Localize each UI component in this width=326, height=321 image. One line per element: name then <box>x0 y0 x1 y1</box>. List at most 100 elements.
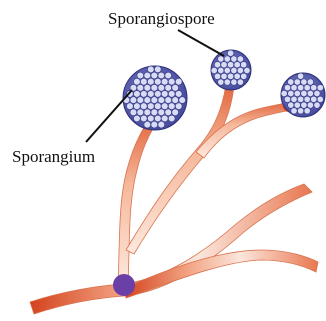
spore <box>137 97 144 104</box>
spore <box>304 85 310 91</box>
spore <box>288 79 294 85</box>
spore <box>172 97 179 104</box>
spore <box>140 91 147 98</box>
spore <box>137 109 144 116</box>
spore <box>291 96 297 102</box>
spore <box>304 96 310 102</box>
spore <box>144 121 151 128</box>
spore <box>227 61 233 67</box>
spore <box>154 91 161 98</box>
sporangium-label: Sporangium <box>12 147 95 166</box>
spore <box>237 56 243 62</box>
spore <box>147 103 154 110</box>
spore <box>172 109 179 116</box>
spore <box>137 84 144 91</box>
spore <box>165 97 172 104</box>
rhizoid-node-icon <box>113 274 135 296</box>
spore <box>158 97 165 104</box>
spore <box>244 67 250 73</box>
spore <box>234 73 240 79</box>
spore <box>161 91 168 98</box>
spore <box>154 115 161 122</box>
spore <box>126 103 133 110</box>
spore <box>314 90 320 96</box>
spore <box>231 67 237 73</box>
sporangiospore-label: Sporangiospore <box>108 9 215 28</box>
spore <box>144 72 151 79</box>
spore <box>151 97 158 104</box>
spore <box>224 56 230 62</box>
sporangiospore-leader-line <box>178 30 224 56</box>
spore <box>134 115 141 122</box>
spore <box>297 73 303 79</box>
spore <box>211 67 217 73</box>
spore <box>304 108 310 114</box>
spore <box>134 103 141 110</box>
spore <box>231 56 237 62</box>
spore <box>158 121 165 128</box>
spore <box>294 90 300 96</box>
spore <box>227 50 233 56</box>
spore <box>294 79 300 85</box>
spore <box>221 61 227 67</box>
spore <box>237 67 243 73</box>
spore <box>314 102 320 108</box>
spore <box>140 78 147 85</box>
spore <box>218 67 224 73</box>
spore <box>161 103 168 110</box>
spore <box>241 61 247 67</box>
spore <box>214 73 220 79</box>
sporangium-leader-line <box>86 90 132 142</box>
spore <box>130 109 137 116</box>
spore <box>179 97 186 104</box>
spore <box>301 79 307 85</box>
spore <box>294 102 300 108</box>
spore <box>297 108 303 114</box>
spore <box>175 78 182 85</box>
spore <box>161 78 168 85</box>
spore <box>151 72 158 79</box>
spore <box>130 97 137 104</box>
spore <box>281 90 287 96</box>
spore <box>154 66 161 73</box>
spore <box>307 79 313 85</box>
spore <box>297 96 303 102</box>
spore <box>311 96 317 102</box>
spore <box>288 102 294 108</box>
spore <box>140 103 147 110</box>
sporangium-icon <box>123 66 187 130</box>
spore <box>301 102 307 108</box>
spore <box>168 91 175 98</box>
spore <box>134 78 141 85</box>
sporangiospore-icon <box>211 50 251 90</box>
spore <box>151 121 158 128</box>
spore <box>168 78 175 85</box>
spore <box>218 79 224 85</box>
spore <box>227 73 233 79</box>
spore <box>218 56 224 62</box>
spore <box>175 103 182 110</box>
spore <box>165 109 172 116</box>
spore <box>144 97 151 104</box>
spore <box>151 84 158 91</box>
spore <box>214 61 220 67</box>
spore <box>168 103 175 110</box>
spore <box>165 72 172 79</box>
spore <box>284 85 290 91</box>
spore <box>241 73 247 79</box>
spore <box>151 109 158 116</box>
spore <box>297 85 303 91</box>
spore <box>284 96 290 102</box>
spore <box>158 84 165 91</box>
spore <box>291 85 297 91</box>
spore <box>288 90 294 96</box>
spore <box>221 73 227 79</box>
spore <box>168 115 175 122</box>
spore <box>147 91 154 98</box>
spore <box>172 84 179 91</box>
spore <box>158 109 165 116</box>
spore <box>317 96 323 102</box>
spore <box>147 78 154 85</box>
spore <box>134 91 141 98</box>
